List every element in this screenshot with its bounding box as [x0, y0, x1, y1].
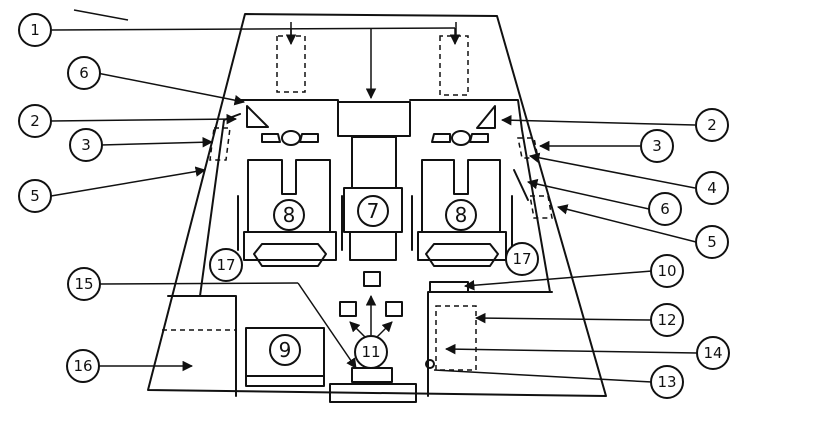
callout-leaders	[50, 9, 698, 383]
left-seat	[237, 159, 343, 267]
area-left-label: 17	[209, 248, 243, 282]
left-triangle-device	[246, 105, 269, 128]
callout-13-label: 13	[657, 373, 676, 391]
left-control-yoke	[261, 130, 319, 146]
callout-2-left-label: 2	[30, 112, 40, 130]
callout-3-right-label: 3	[652, 137, 662, 155]
right-top-box	[429, 281, 469, 293]
right-compartment	[427, 291, 553, 397]
floor-hatch	[351, 367, 393, 383]
callout-1-label: 1	[30, 21, 40, 39]
right-side-lever	[513, 169, 529, 201]
seat-left-label: 8	[273, 199, 305, 231]
hub-assembly	[339, 271, 403, 339]
right-triangle-device	[476, 105, 496, 129]
svg-text:17: 17	[216, 256, 235, 274]
center-console	[343, 136, 403, 261]
callout-6-right-label: 6	[660, 200, 670, 218]
callout-16: 16	[66, 349, 100, 383]
svg-text:17: 17	[512, 250, 531, 268]
callout-4-label: 4	[707, 179, 717, 197]
svg-text:8: 8	[455, 203, 468, 227]
box-label: 9	[269, 334, 301, 366]
callout-10: 10	[650, 254, 684, 288]
callout-5-left: 5	[18, 179, 52, 213]
svg-text:8: 8	[283, 203, 296, 227]
callout-14-label: 14	[703, 344, 722, 362]
outer-hull	[147, 13, 607, 397]
center-panel	[337, 101, 411, 137]
callout-10-label: 10	[657, 262, 676, 280]
callout-15: 15	[67, 267, 101, 301]
svg-text:9: 9	[279, 338, 292, 362]
callout-2-right-label: 2	[707, 116, 717, 134]
overhead-tanks	[276, 22, 469, 96]
callout-4: 4	[695, 171, 729, 205]
hub-label: 11	[354, 335, 388, 369]
callout-2-left: 2	[18, 104, 52, 138]
stowage-box	[245, 327, 325, 387]
right-control-yoke	[431, 130, 489, 146]
callout-14: 14	[696, 336, 730, 370]
callout-6-left: 6	[67, 56, 101, 90]
callout-12: 12	[650, 303, 684, 337]
console-label: 7	[357, 195, 389, 227]
callout-2-right: 2	[695, 108, 729, 142]
callout-12-label: 12	[657, 311, 676, 329]
right-inner-wall	[497, 99, 551, 293]
right-dashed-unit	[435, 305, 477, 371]
callout-16-label: 16	[73, 357, 92, 375]
callout-5-left-label: 5	[30, 187, 40, 205]
callout-5-right: 5	[695, 225, 729, 259]
callout-3-left: 3	[69, 128, 103, 162]
callout-1-leader	[51, 27, 461, 100]
svg-text:7: 7	[367, 199, 380, 223]
callout-5-right-label: 5	[707, 233, 717, 251]
left-compartment	[167, 295, 237, 397]
floor-plate	[329, 383, 417, 403]
callout-13: 13	[650, 365, 684, 399]
callout-3-left-label: 3	[81, 136, 91, 154]
callout-15-label: 15	[74, 275, 93, 293]
area-right-label: 17	[505, 242, 539, 276]
left-dashed-panel	[209, 127, 231, 161]
seat-right-label: 8	[445, 199, 477, 231]
callout-1: 1	[18, 13, 52, 47]
callout-3-right: 3	[640, 129, 674, 163]
callout-6-left-label: 6	[79, 64, 89, 82]
callout-6-right: 6	[648, 192, 682, 226]
right-small-knob	[425, 359, 435, 369]
svg-text:11: 11	[361, 343, 380, 361]
right-dashed-panel-lower	[529, 195, 553, 219]
